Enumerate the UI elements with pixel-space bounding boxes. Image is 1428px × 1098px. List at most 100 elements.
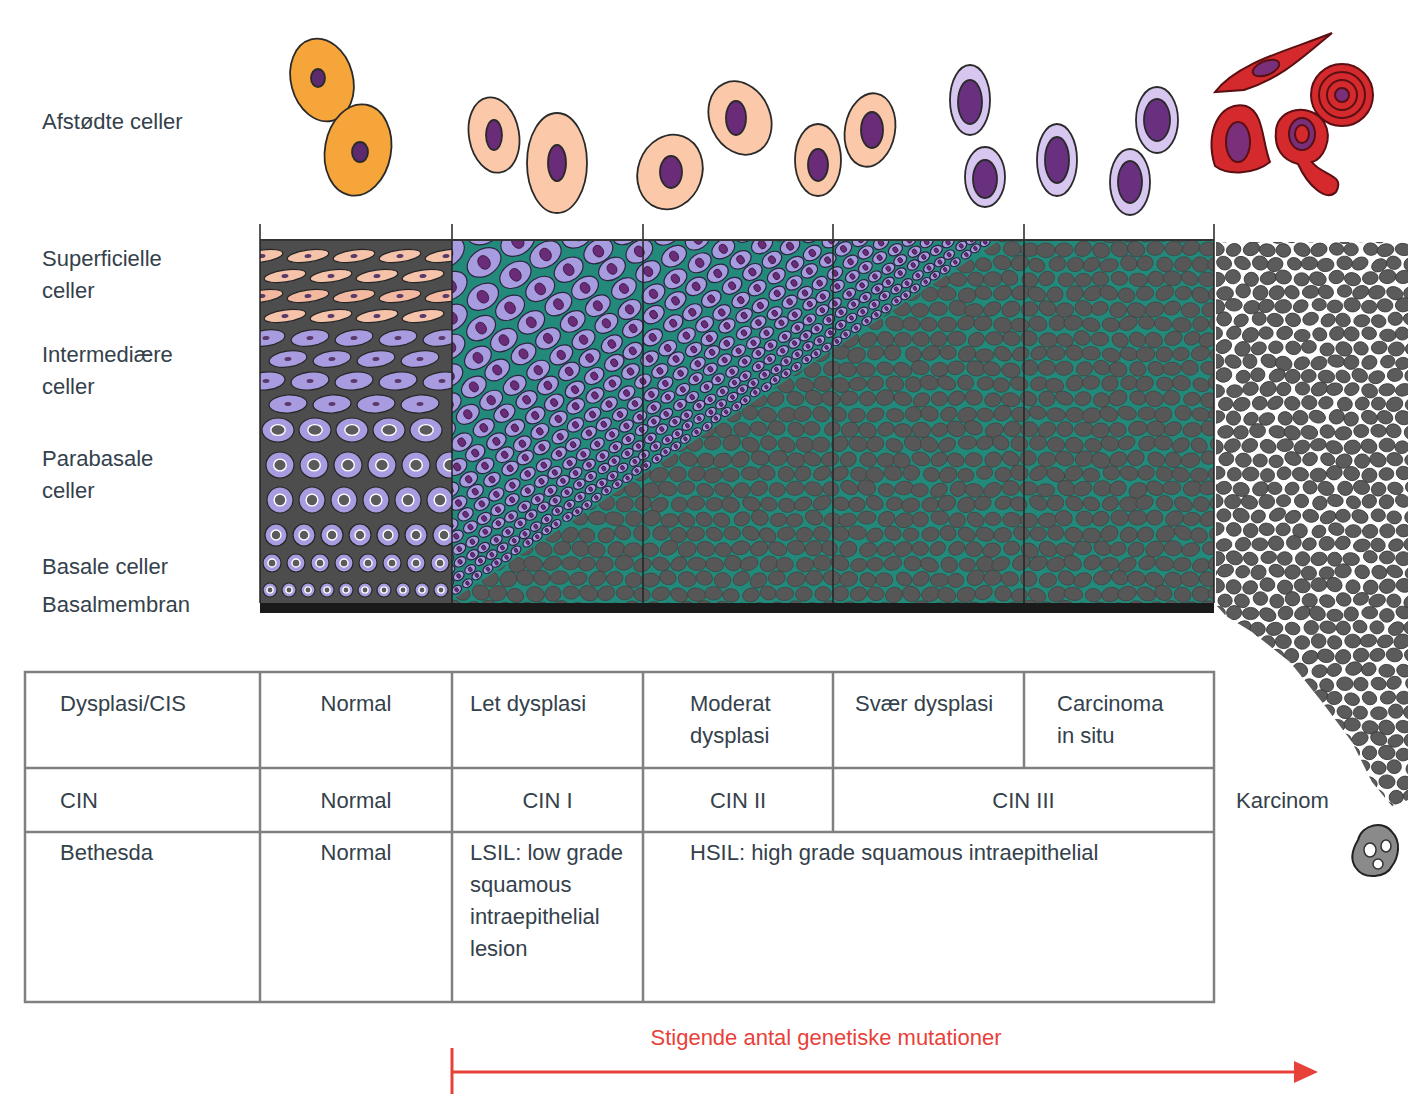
atypical-cell <box>1072 238 1094 259</box>
cell-nucleus <box>946 252 952 258</box>
atypical-cell <box>1071 570 1093 590</box>
atypical-cell <box>936 435 958 455</box>
cell-body <box>839 328 852 340</box>
cell-body <box>531 437 553 457</box>
epithelial-cell <box>607 439 624 455</box>
atypical-cell <box>812 525 832 543</box>
cell-nucleus <box>492 490 500 498</box>
atypical-cell <box>732 509 753 529</box>
epithelial-cell <box>940 235 956 250</box>
atypical-cell <box>1076 511 1093 527</box>
atypical-cell <box>1053 389 1075 408</box>
atypical-cell <box>505 224 524 241</box>
epithelial-cell <box>644 399 662 416</box>
cell-nucleus <box>522 531 528 537</box>
cell-nucleus <box>806 300 813 308</box>
cell-body <box>940 235 956 250</box>
atypical-cell <box>1127 570 1147 588</box>
cell-nucleus <box>508 481 516 489</box>
atypical-cell <box>777 465 796 484</box>
cell-nucleus <box>556 432 565 441</box>
cell-nucleus <box>575 509 580 514</box>
atypical-cell <box>1182 421 1203 438</box>
cell-nucleus <box>608 431 615 439</box>
cell-body <box>463 563 477 576</box>
atypical-cell <box>1010 318 1029 333</box>
atypical-cell <box>973 284 993 301</box>
cell-nucleus <box>834 339 839 344</box>
cell-nucleus <box>694 360 702 368</box>
cell-nucleus <box>521 503 528 510</box>
atypical-cell <box>995 467 1012 482</box>
atypical-cell <box>1026 256 1047 275</box>
cell-nucleus <box>653 444 659 450</box>
atypical-cell <box>1038 360 1055 375</box>
atypical-cell <box>1055 243 1073 257</box>
cell-body <box>502 476 522 495</box>
atypical-cell <box>694 569 714 587</box>
cell-nucleus <box>588 486 594 492</box>
atypical-cell <box>974 256 993 273</box>
cell-nucleus <box>805 343 811 349</box>
cell-body <box>503 491 521 508</box>
atypical-cell <box>750 449 771 467</box>
atypical-cell <box>1165 241 1183 256</box>
cell-body <box>565 415 587 435</box>
atypical-cell <box>1027 492 1050 513</box>
cell-nucleus <box>794 351 800 357</box>
cell-nucleus <box>894 298 899 303</box>
cell-body <box>790 348 804 361</box>
cell-nucleus <box>544 528 549 533</box>
cell-nucleus <box>673 444 678 449</box>
atypical-cell <box>1075 273 1092 287</box>
cell-nucleus <box>594 440 601 448</box>
cell-nucleus <box>482 528 489 535</box>
cell-body <box>871 234 891 253</box>
cell-nucleus <box>741 358 748 365</box>
atypical-cell <box>1037 298 1059 318</box>
atypical-cell <box>947 331 966 347</box>
atypical-cell <box>792 463 813 483</box>
cell-nucleus <box>720 388 726 394</box>
atypical-cell <box>1020 482 1038 496</box>
cell-nucleus <box>750 380 756 386</box>
atypical-cell <box>759 434 778 452</box>
atypical-cell <box>1153 435 1173 452</box>
atypical-cell <box>1179 268 1201 288</box>
epithelial-cell <box>573 490 587 503</box>
atypical-cell <box>910 569 932 589</box>
atypical-cell <box>912 512 928 527</box>
atypical-cell <box>532 568 552 587</box>
atypical-cell <box>1171 374 1192 392</box>
atypical-cell <box>1110 510 1128 526</box>
atypical-cell <box>910 359 930 375</box>
cell-nucleus <box>683 436 688 441</box>
cell-body <box>659 388 677 405</box>
atypical-cell <box>937 286 957 302</box>
atypical-cell <box>1135 285 1154 301</box>
atypical-cell <box>902 316 921 332</box>
atypical-cell <box>748 478 770 498</box>
atypical-cell <box>993 584 1013 603</box>
atypical-cell <box>992 254 1013 272</box>
atypical-cell <box>1029 526 1046 541</box>
cell-body <box>529 520 543 533</box>
atypical-cell <box>967 271 984 286</box>
atypical-cell <box>965 452 983 467</box>
atypical-cell <box>795 585 814 602</box>
atypical-cell <box>604 510 625 527</box>
cell-nucleus <box>801 289 809 297</box>
cell-nucleus <box>874 312 879 317</box>
cell-nucleus <box>538 478 545 486</box>
atypical-cell <box>1037 483 1055 496</box>
cell-nucleus <box>620 465 626 471</box>
cell-nucleus <box>715 376 722 383</box>
cell-body <box>489 501 507 518</box>
cell-nucleus <box>540 461 548 469</box>
atypical-cell <box>568 570 588 587</box>
cell-body <box>887 223 907 242</box>
cell-nucleus <box>528 512 534 518</box>
epithelial-cell <box>801 312 818 328</box>
cell-nucleus <box>465 581 470 586</box>
atypical-cell <box>1002 480 1019 495</box>
